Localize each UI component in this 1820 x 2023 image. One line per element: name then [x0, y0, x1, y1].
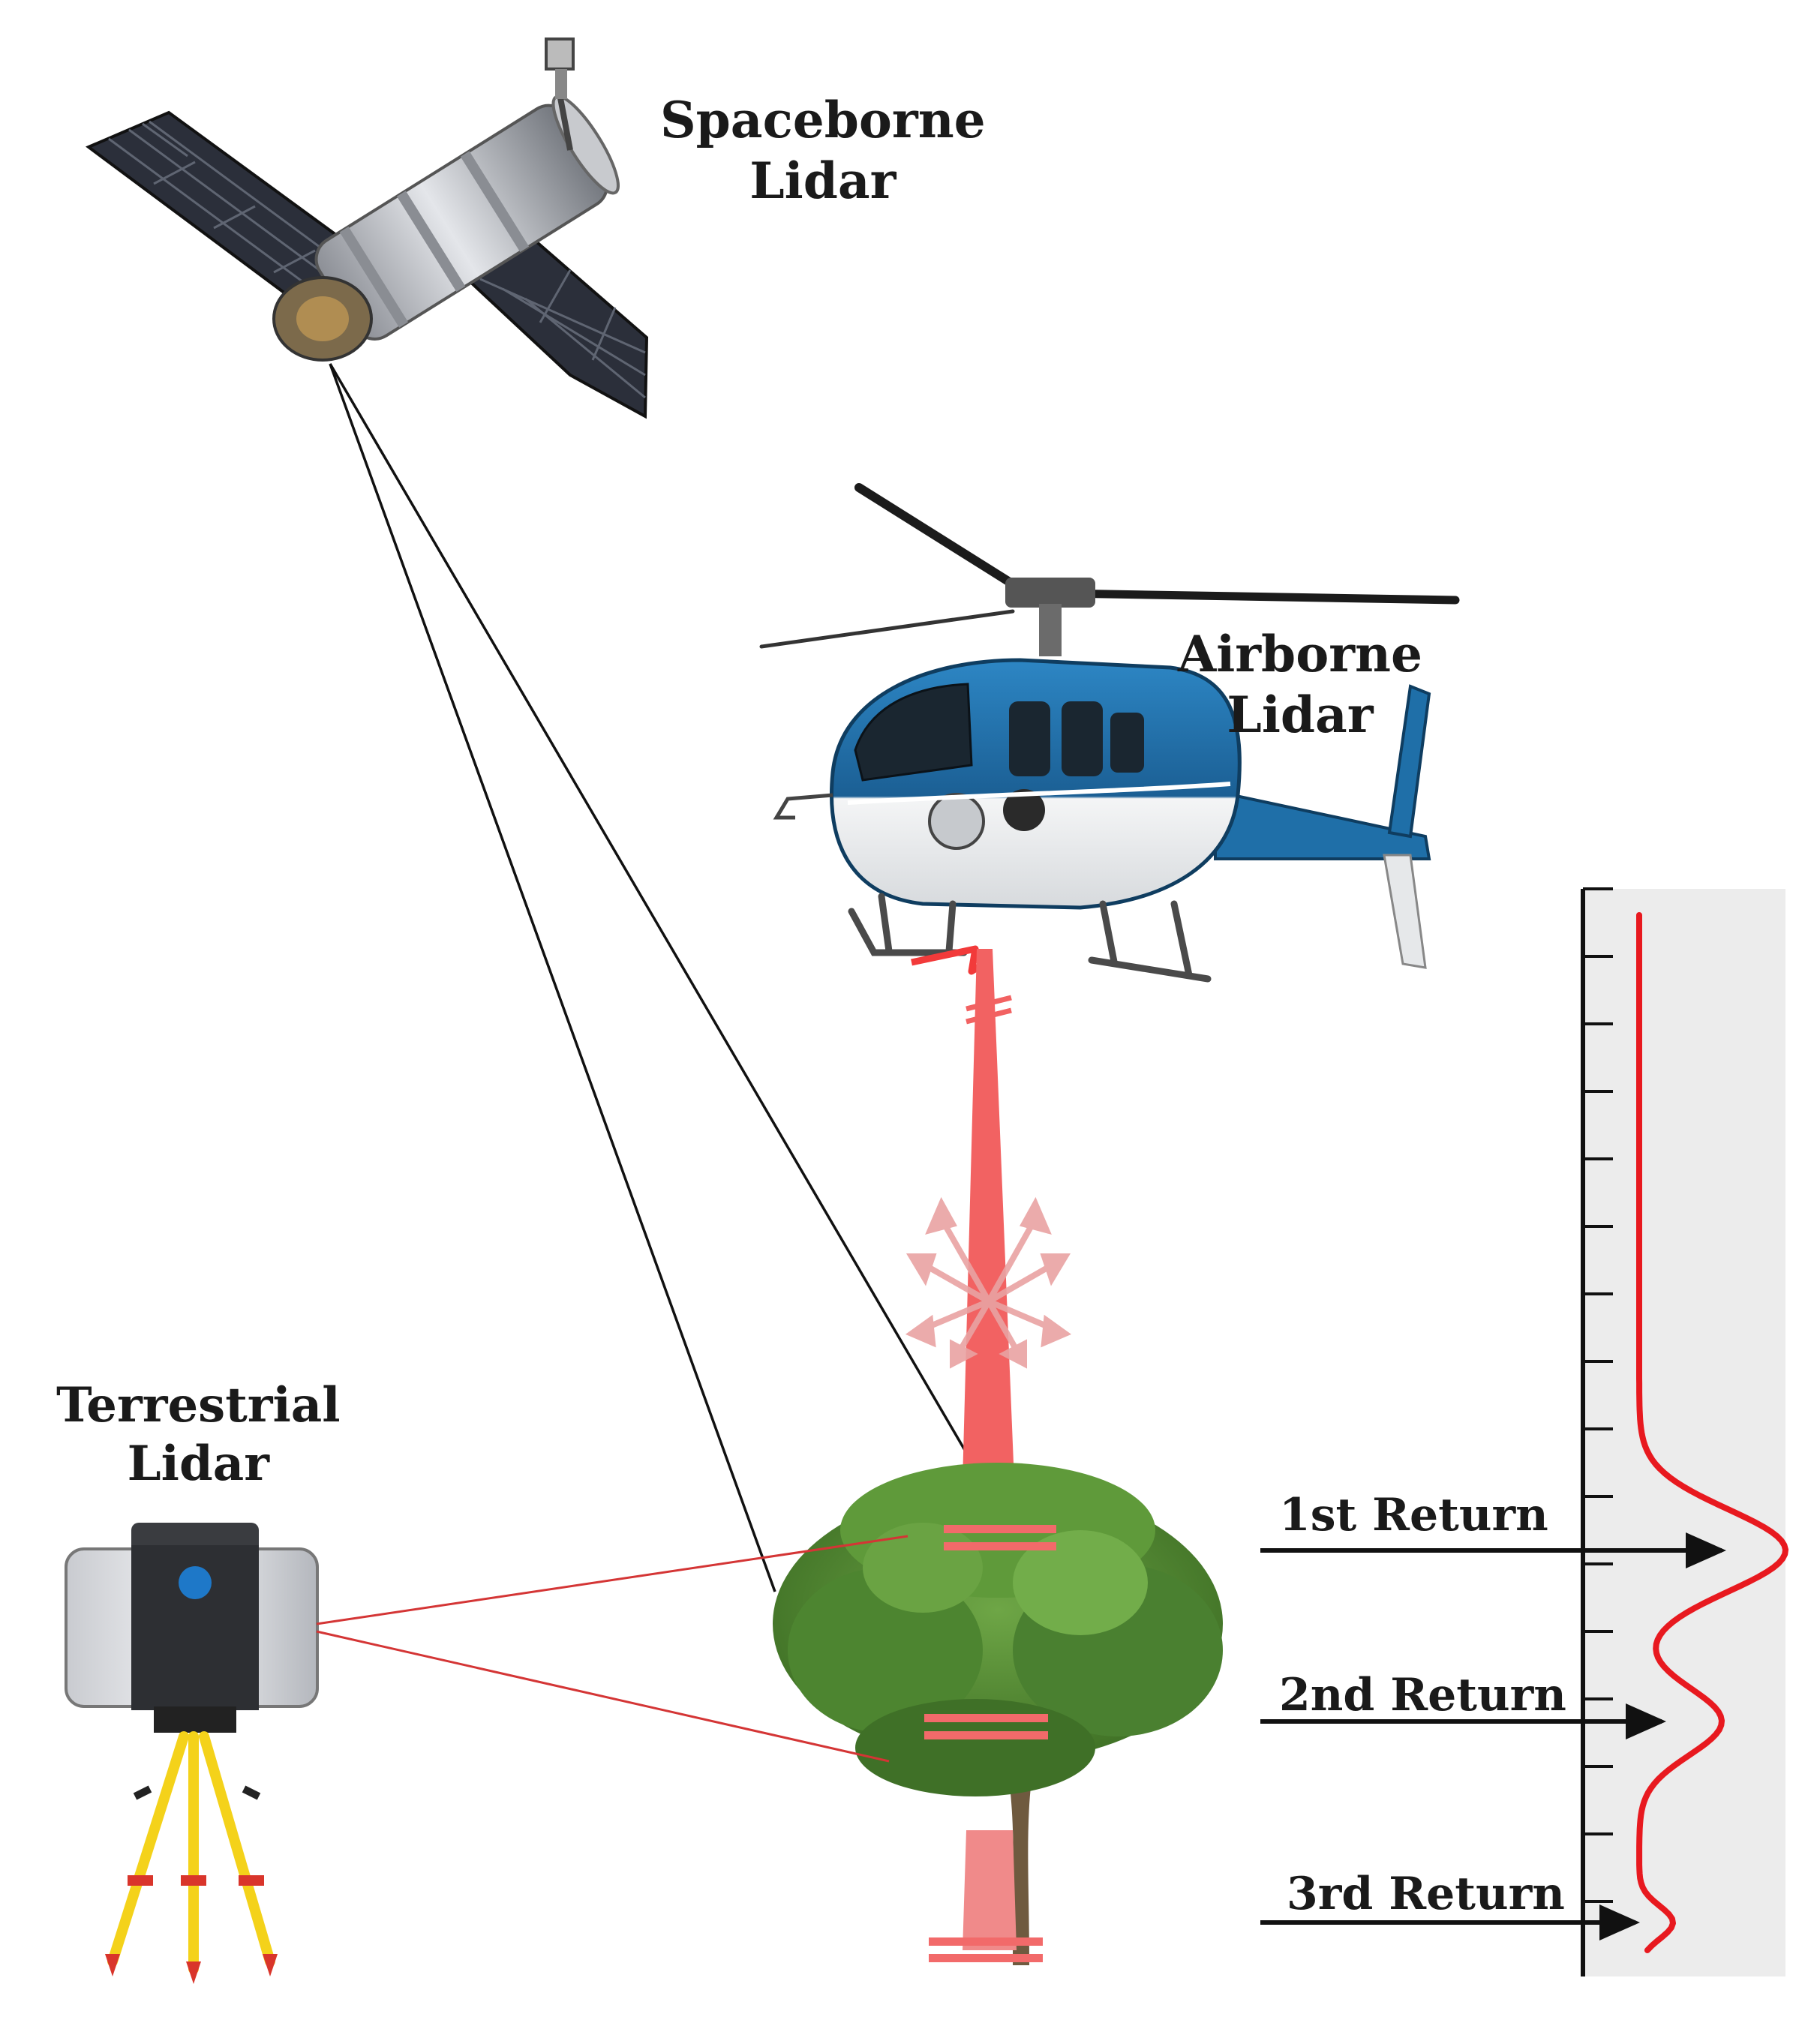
- terrestrial-label: Terrestrial Lidar: [56, 1376, 341, 1493]
- terrestrial-label-line2: Lidar: [127, 1436, 269, 1493]
- spaceborne-beam: [329, 363, 969, 1592]
- return-label-2: 2nd Return: [1279, 1669, 1566, 1721]
- airborne-label-line1: Airborne: [1178, 625, 1422, 683]
- terrestrial-beam: [316, 1535, 908, 1763]
- return-label-1: 1st Return: [1279, 1489, 1548, 1541]
- return-markers: [924, 1525, 1056, 1962]
- spaceborne-label: Spaceborne Lidar: [660, 90, 986, 211]
- terrestrial-label-line1: Terrestrial: [56, 1377, 341, 1433]
- waveform-panel: [1581, 887, 1788, 1976]
- airborne-label: Airborne Lidar: [1178, 624, 1422, 745]
- return-label-3: 3rd Return: [1287, 1868, 1565, 1920]
- airborne-laser-beam: [905, 945, 1072, 1481]
- terrestrial-scanner-icon: [65, 1523, 319, 1984]
- spaceborne-label-line2: Lidar: [749, 151, 896, 210]
- helicopter-icon: [759, 483, 1460, 983]
- satellite-icon: [86, 38, 649, 419]
- spaceborne-label-line1: Spaceborne: [660, 91, 986, 149]
- airborne-label-line2: Lidar: [1227, 685, 1374, 744]
- return-arrows: [1260, 1532, 1726, 1940]
- tree-icon: [773, 1463, 1223, 1965]
- waveform-curve: [1636, 912, 1788, 1953]
